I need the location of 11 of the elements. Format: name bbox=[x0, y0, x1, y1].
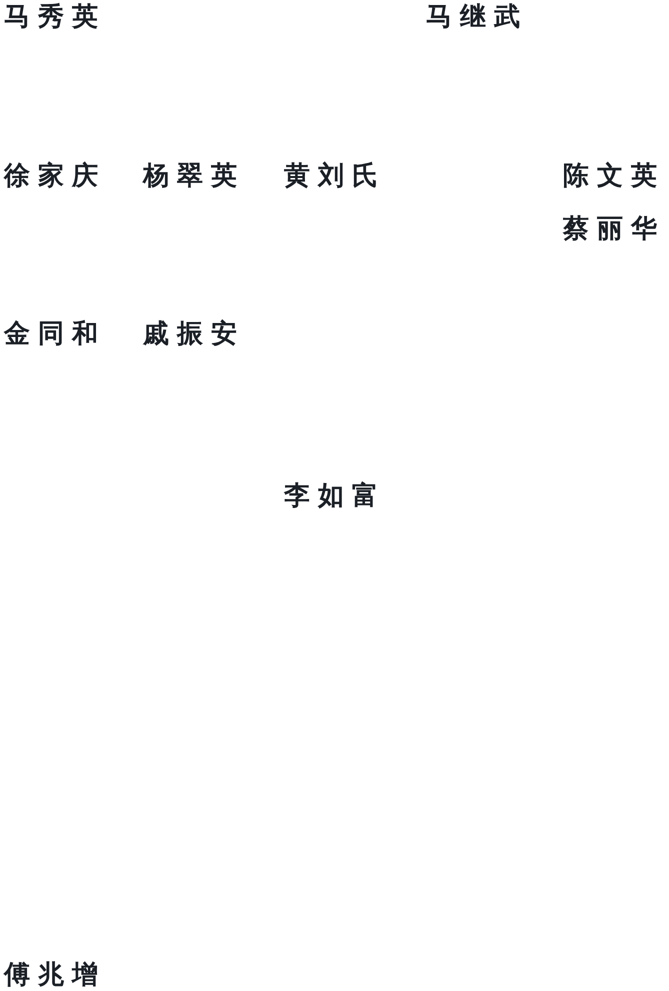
person-name: 徐家庆 bbox=[4, 161, 106, 191]
person-name: 金同和 bbox=[4, 319, 106, 349]
person-name: 黄刘氏 bbox=[284, 161, 386, 191]
person-name: 傅兆增 bbox=[4, 960, 106, 990]
person-name: 蔡丽华 bbox=[563, 214, 665, 244]
person-name: 杨翠英 bbox=[143, 161, 245, 191]
person-name: 马秀英 bbox=[4, 2, 106, 32]
person-name: 戚振安 bbox=[143, 319, 245, 349]
person-name: 马继武 bbox=[426, 2, 528, 32]
person-name: 李如富 bbox=[284, 481, 386, 511]
person-name: 陈文英 bbox=[563, 161, 665, 191]
